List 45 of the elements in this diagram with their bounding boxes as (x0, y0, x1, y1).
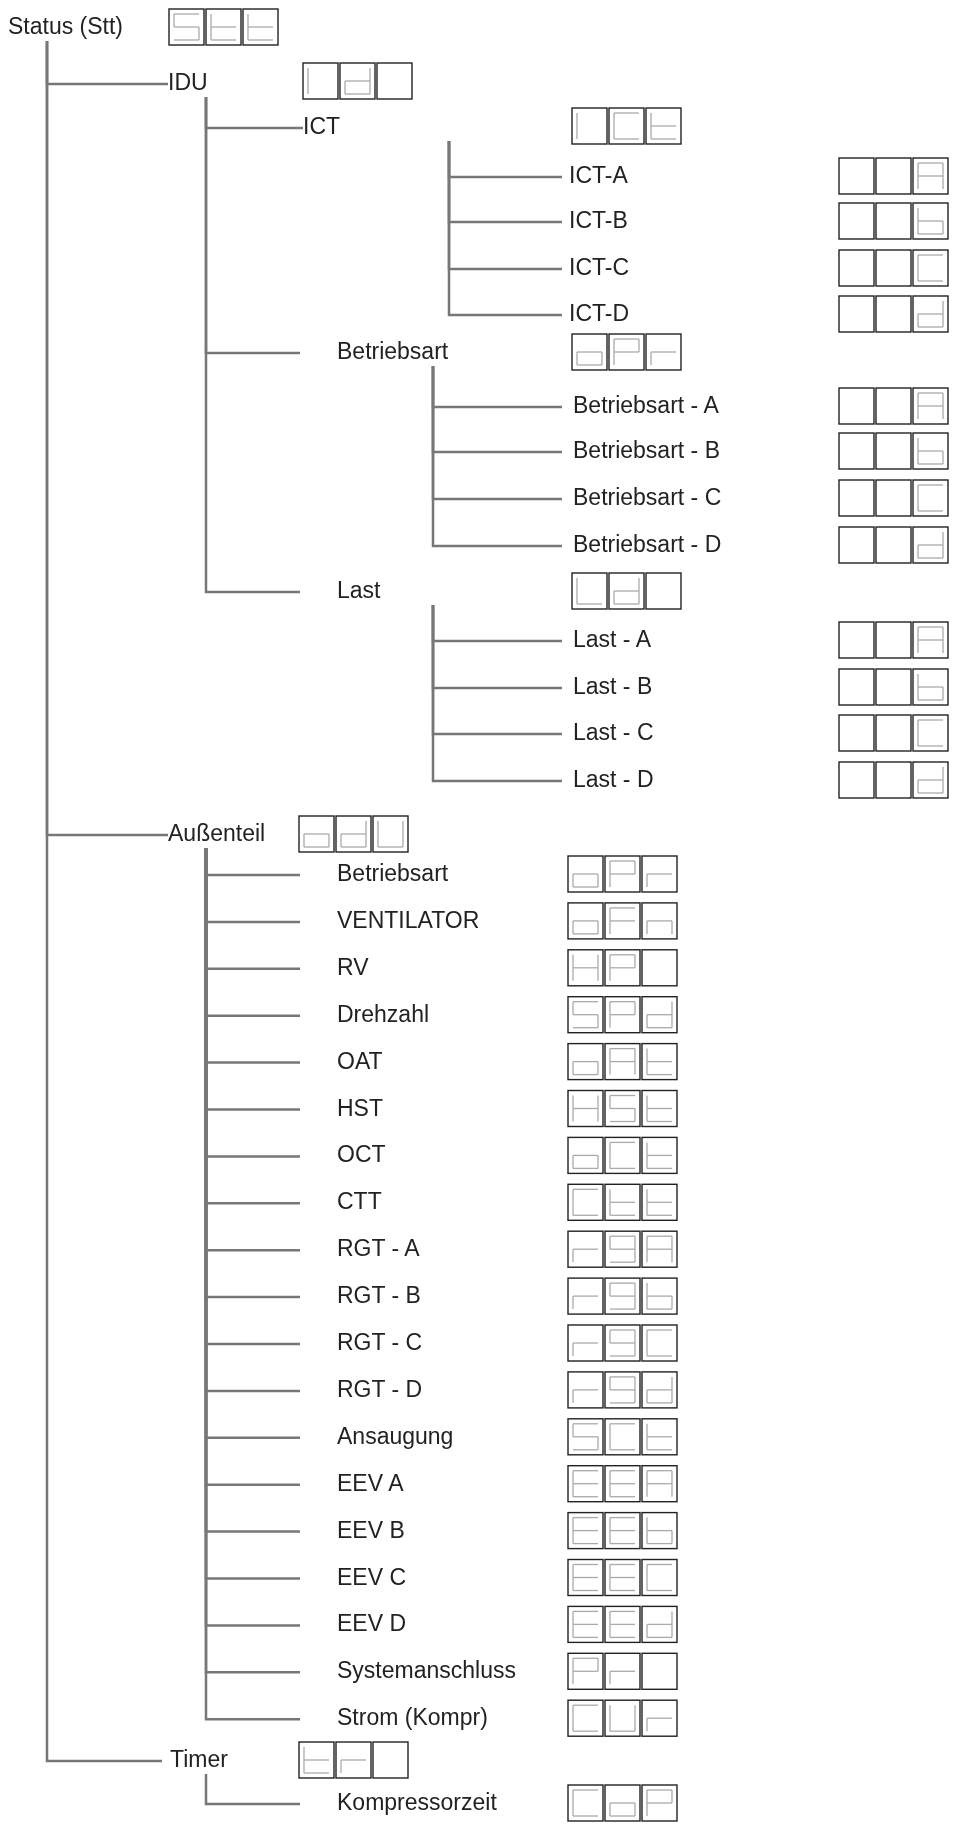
tree-item-label: RGT - C (300, 1327, 530, 1357)
tree-connector (447, 141, 562, 317)
tree-item-label: Betriebsart - B (562, 435, 762, 465)
tree-item-label: Ansaugung (300, 1420, 530, 1451)
tree-item-label: RGT - A (300, 1233, 530, 1264)
tree-item-label: RGT - B (300, 1280, 530, 1311)
tree-connector (431, 605, 562, 783)
tree-item-label: Last - B (562, 671, 702, 701)
tree-item-label: Außenteil (168, 818, 278, 848)
tree-item-label: RV (300, 951, 530, 982)
tree-item-label: ICT (303, 111, 463, 141)
tree-item-label: OAT (300, 1045, 530, 1076)
tree-item-label: Drehzahl (300, 998, 530, 1029)
tree-item-label: EEV B (300, 1514, 530, 1545)
tree-item-label: ICT-B (562, 205, 672, 235)
tree-item-label: EEV A (300, 1467, 530, 1498)
tree-item-label: Last - A (562, 624, 702, 654)
tree-item-label: Betriebsart (300, 336, 470, 366)
tree-item-label: EEV C (300, 1561, 530, 1592)
tree-connector (204, 97, 300, 594)
tree-item-label: ICT-D (562, 298, 672, 328)
tree-item-label: HST (300, 1092, 530, 1123)
tree-item-label: Kompressorzeit (300, 1787, 530, 1817)
tree-item-label: IDU (168, 67, 228, 97)
tree-item-label: ICT-C (562, 252, 672, 282)
tree-item-label: Strom (Kompr) (300, 1702, 530, 1733)
tree-item-label: Betriebsart (300, 858, 530, 888)
tree-item-label: Last - D (562, 764, 702, 794)
tree-item-label: Last (300, 575, 450, 605)
tree-connector (431, 366, 562, 548)
tree-item-label: CTT (300, 1186, 530, 1217)
tree-item-label: ICT-A (562, 160, 672, 190)
tree-connector (45, 41, 162, 1763)
tree-item-label: Timer (162, 1744, 242, 1774)
tree-item-label: Betriebsart - A (562, 390, 762, 420)
tree-item-label: Betriebsart - D (562, 529, 762, 559)
tree-item-label: RGT - D (300, 1373, 530, 1404)
tree-item-label: Betriebsart - C (562, 482, 762, 512)
tree-item-label: Last - C (562, 717, 702, 747)
tree-item-label: Systemanschluss (300, 1655, 530, 1686)
tree-item-label: OCT (300, 1139, 530, 1170)
tree-connector (204, 1774, 300, 1806)
tree-item-label: Status (Stt) (8, 11, 158, 41)
tree-item-label: VENTILATOR (300, 904, 530, 935)
tree-item-label: EEV D (300, 1608, 530, 1639)
